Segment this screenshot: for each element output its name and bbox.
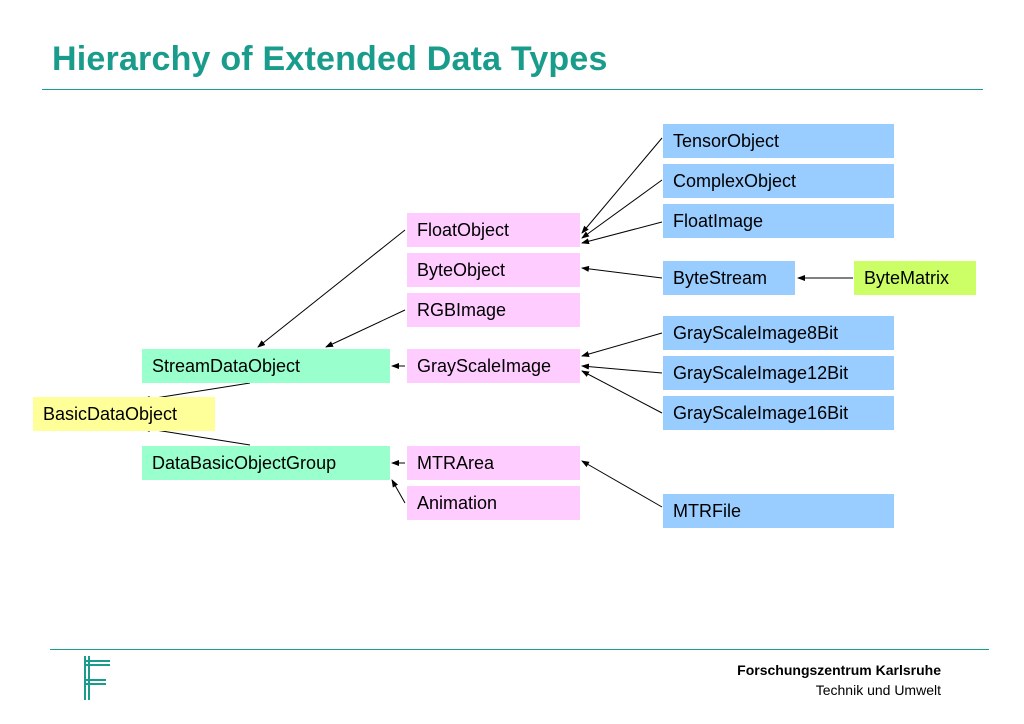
arrow-mtr-file-to-mtr-area [581,460,663,508]
node-byte-matrix: ByteMatrix [854,261,976,295]
arrow-tensor-object-to-float-object [581,137,663,234]
node-byte-object: ByteObject [407,253,580,287]
fzk-logo-icon [84,656,110,700]
arrow-float-object-to-stream-data-object [257,229,406,348]
arrow-byte-stream-to-byte-object [581,265,663,279]
node-byte-stream: ByteStream [663,261,795,295]
footer-subtitle: Technik und Umwelt [815,682,941,698]
arrow-animation-to-data-basic-object-group [391,479,406,504]
node-gray-scale-image: GrayScaleImage [407,349,580,383]
arrow-gray-scale-image-8bit-to-gray-scale-image [581,332,663,357]
footer-divider [50,649,989,650]
node-rgb-image: RGBImage [407,293,580,327]
node-data-basic-object-group: DataBasicObjectGroup [142,446,390,480]
node-mtr-area: MTRArea [407,446,580,480]
node-gray-scale-image-16bit: GrayScaleImage16Bit [663,396,894,430]
node-tensor-object: TensorObject [663,124,894,158]
arrow-gray-scale-image-16bit-to-gray-scale-image [581,370,663,414]
node-float-object: FloatObject [407,213,580,247]
node-mtr-file: MTRFile [663,494,894,528]
node-basic-data-object: BasicDataObject [33,397,215,431]
title-divider [42,89,983,90]
node-stream-data-object: StreamDataObject [142,349,390,383]
footer-organization: Forschungszentrum Karlsruhe [737,662,941,678]
arrow-gray-scale-image-12bit-to-gray-scale-image [581,363,663,374]
page-title: Hierarchy of Extended Data Types [52,40,608,78]
node-gray-scale-image-8bit: GrayScaleImage8Bit [663,316,894,350]
node-complex-object: ComplexObject [663,164,894,198]
arrow-rgb-image-to-stream-data-object [325,309,406,348]
arrow-complex-object-to-float-object [581,179,663,239]
node-animation: Animation [407,486,580,520]
arrow-float-image-to-float-object [581,221,663,245]
node-float-image: FloatImage [663,204,894,238]
node-gray-scale-image-12bit: GrayScaleImage12Bit [663,356,894,390]
